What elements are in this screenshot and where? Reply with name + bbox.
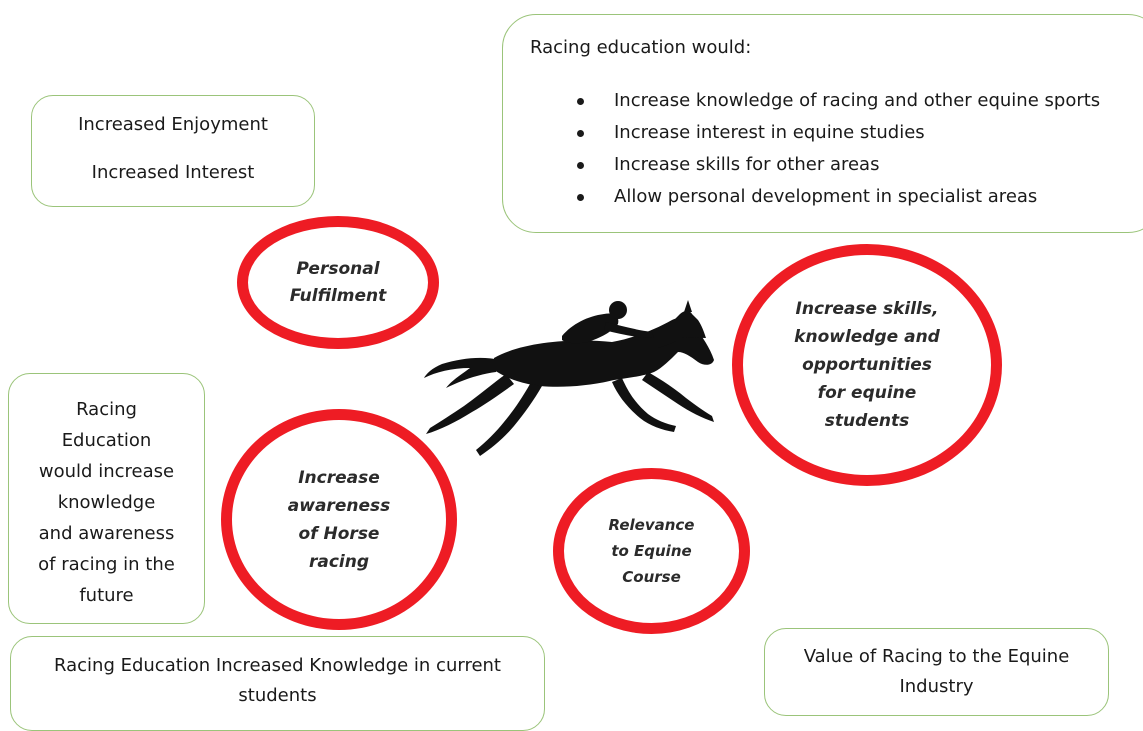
ring-text-line: Relevance <box>608 516 695 534</box>
ring-text-line: to Equine <box>611 542 692 560</box>
current-students-box: Racing Education Increased Knowledge in … <box>10 636 545 731</box>
personal-fulfilment-ring: Personal Fulfilment <box>237 216 439 349</box>
text-line: future <box>79 585 134 606</box>
list-item: Allow personal development in specialist… <box>571 181 1100 213</box>
horse-racing-awareness-ring: Increase awareness of Horse racing <box>221 409 457 630</box>
racing-education-heading: Racing education would: <box>530 37 752 58</box>
enjoyment-interest-box: Increased Enjoyment Increased Interest <box>31 95 315 207</box>
text-line: would increase <box>38 461 175 482</box>
current-students-text: Racing Education Increased Knowledge in … <box>54 655 501 706</box>
racing-education-box: Racing education would: Increase knowled… <box>502 14 1143 233</box>
ring-text-line: awareness <box>287 495 391 516</box>
equine-course-relevance-ring: Relevance to Equine Course <box>553 468 750 634</box>
ring-text-line: knowledge and <box>794 327 940 347</box>
ring-text-line: Fulfilment <box>289 285 387 306</box>
text-line: Racing <box>76 399 137 420</box>
ring-text-line: for equine <box>817 383 917 403</box>
future-knowledge-text: Racing Education would increase knowledg… <box>9 394 204 611</box>
ring-text-line: Increase <box>298 467 380 488</box>
ring-text-line: opportunities <box>802 355 932 375</box>
ring-text-line: Course <box>622 568 681 586</box>
text-line: of racing in the <box>38 554 175 575</box>
enjoyment-label: Increased Enjoyment <box>78 114 268 135</box>
list-item: Increase skills for other areas <box>571 149 1100 181</box>
ring-text-line: Personal <box>296 258 380 279</box>
list-item: Increase knowledge of racing and other e… <box>571 85 1100 117</box>
text-line: Education <box>61 430 152 451</box>
interest-label: Increased Interest <box>91 162 255 183</box>
future-knowledge-box: Racing Education would increase knowledg… <box>8 373 205 624</box>
racehorse-jockey-icon <box>424 300 714 456</box>
list-item: Increase interest in equine studies <box>571 117 1100 149</box>
industry-value-box: Value of Racing to the Equine Industry <box>764 628 1109 716</box>
ring-text-line: Increase skills, <box>795 299 939 319</box>
racing-education-list: Increase knowledge of racing and other e… <box>571 85 1100 213</box>
ring-text-line: students <box>824 411 910 431</box>
ring-text-line: racing <box>308 551 370 572</box>
text-line: and awareness <box>38 523 175 544</box>
ring-text-line: of Horse <box>298 523 380 544</box>
skills-knowledge-ring: Increase skills, knowledge and opportuni… <box>732 244 1002 486</box>
text-line: knowledge <box>57 492 156 513</box>
industry-value-text: Value of Racing to the Equine Industry <box>803 646 1070 697</box>
